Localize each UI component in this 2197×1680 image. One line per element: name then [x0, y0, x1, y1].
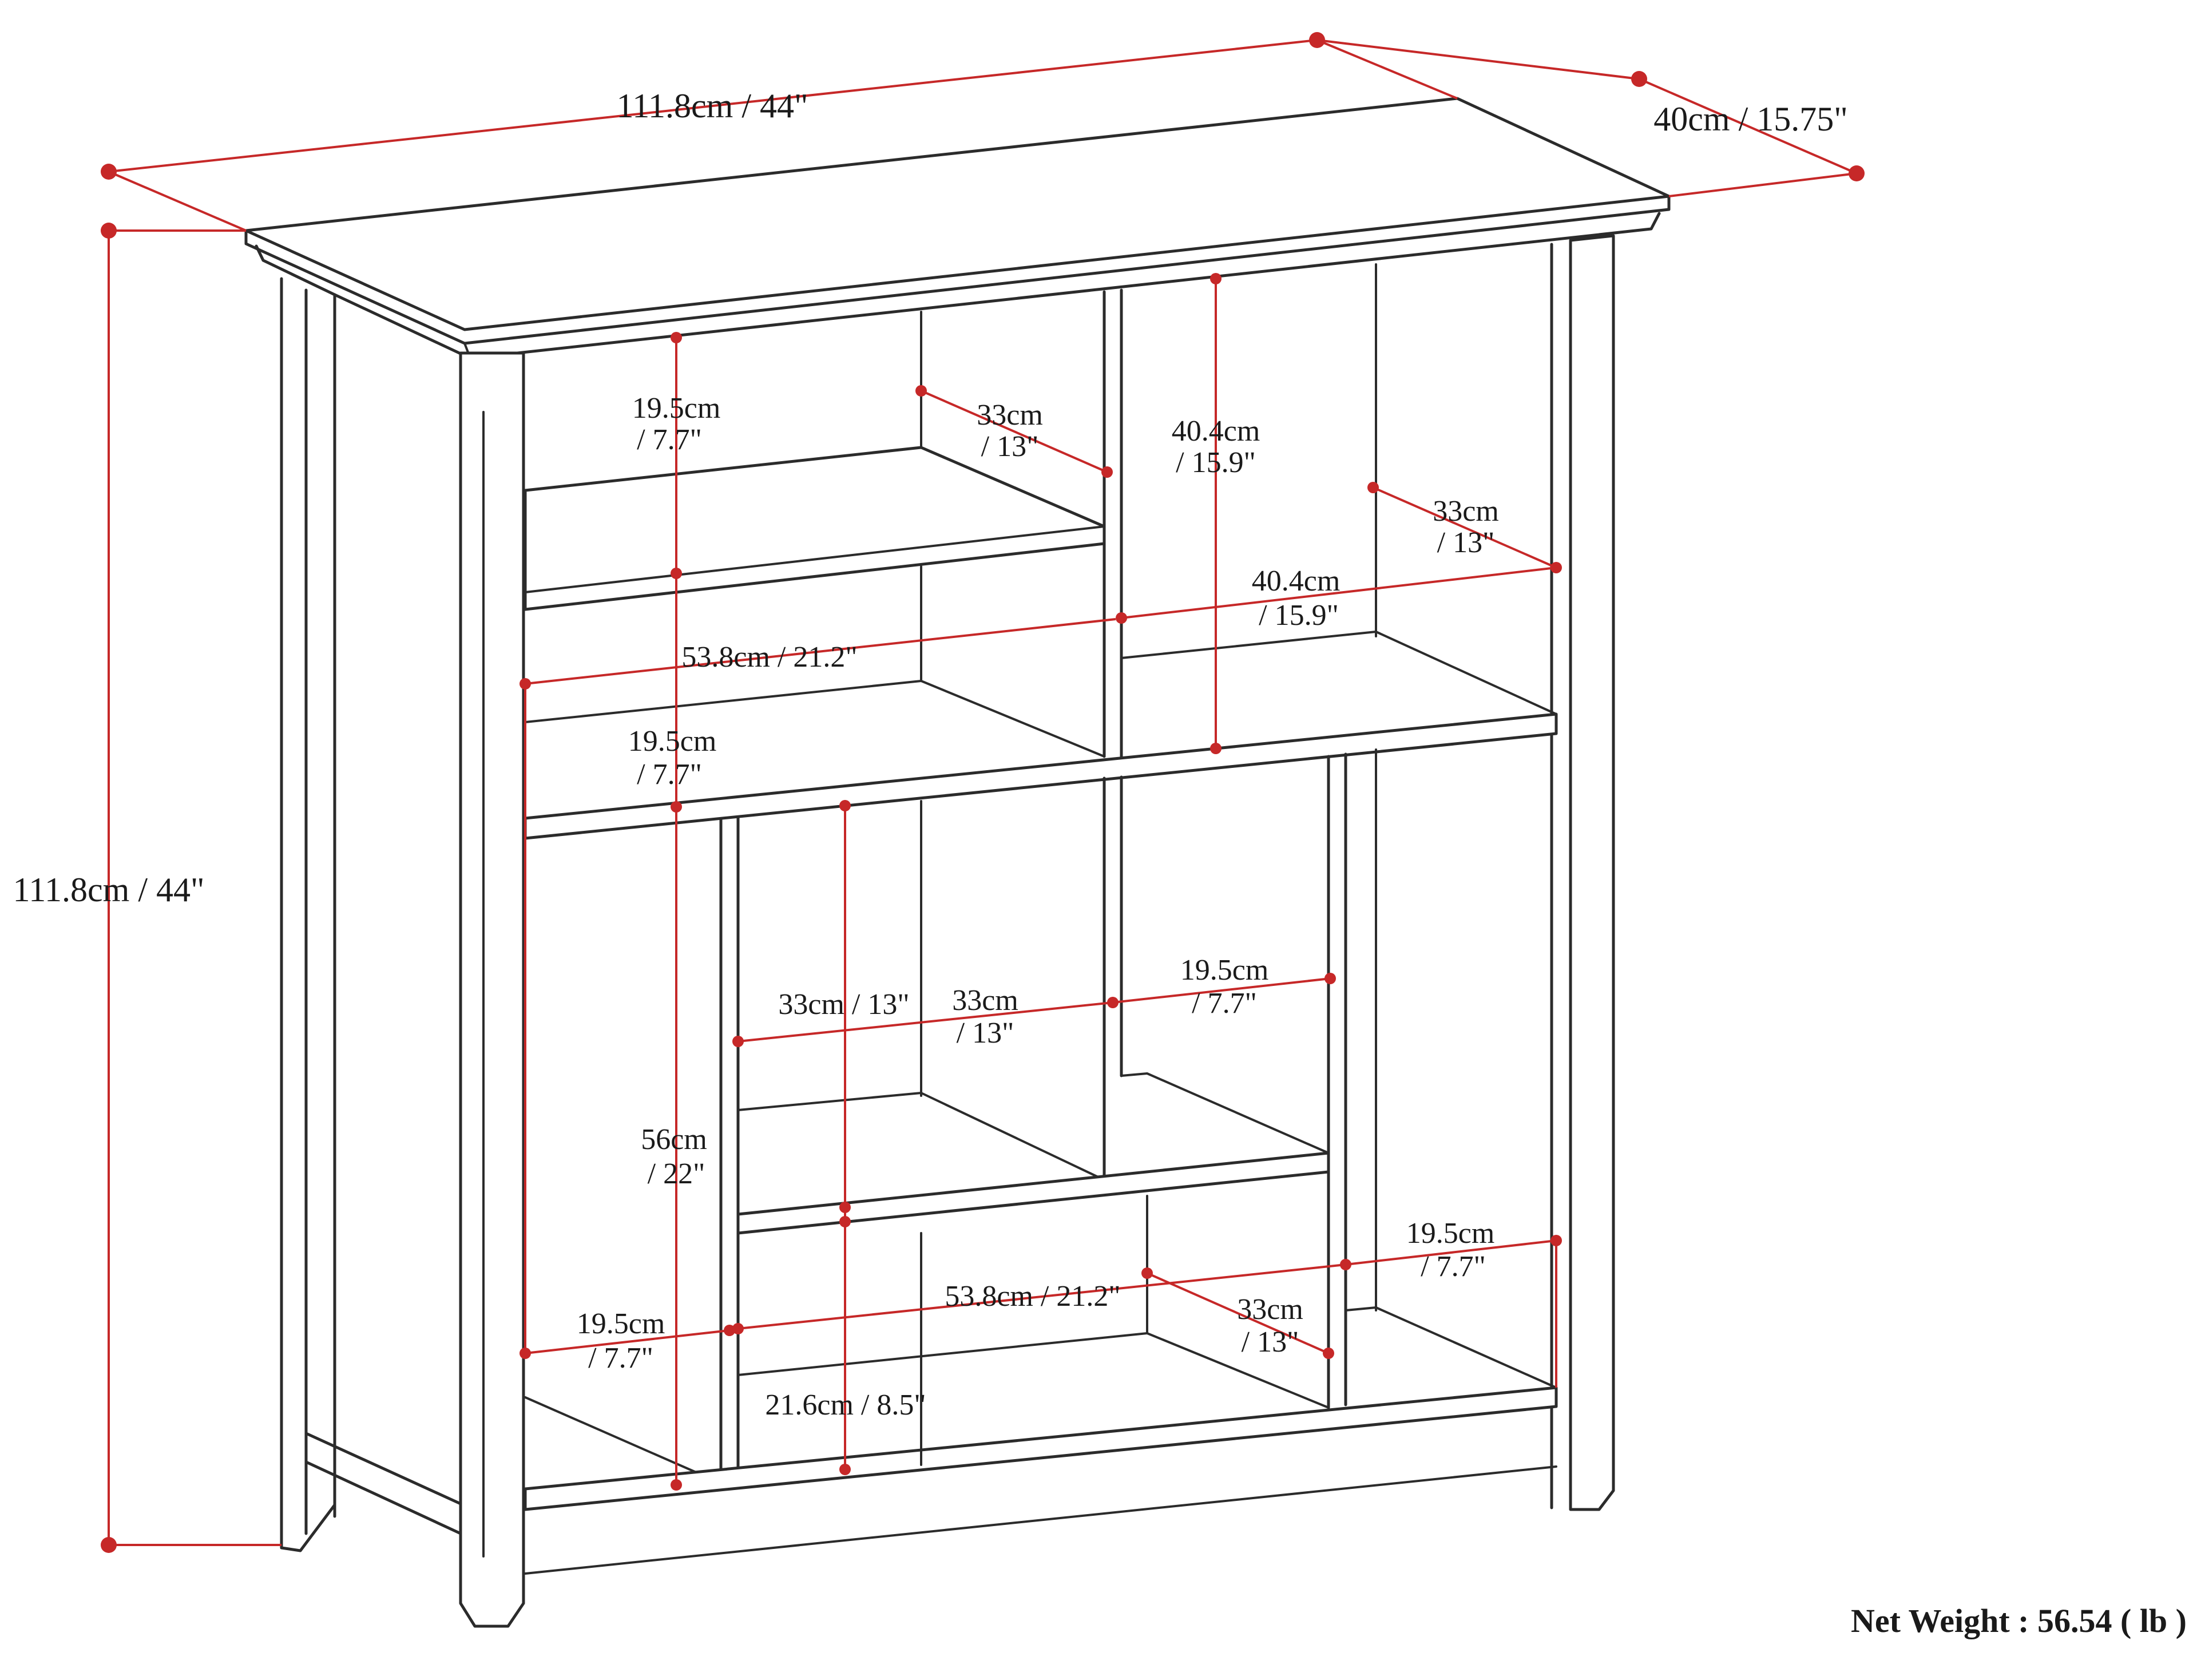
upper-left-shelf-edge: [524, 525, 1105, 593]
top-right-width-in: / 15.9": [1259, 599, 1339, 632]
bottom-cubby-height-label: 21.6cm / 8.5": [765, 1389, 926, 1421]
dimension-endpoints: [101, 32, 1865, 1553]
top-right-height-cm: 40.4cm: [1172, 415, 1260, 447]
net-weight-label: Net Weight : 56.54 ( lb ): [1851, 1602, 2187, 1639]
dimension-lines: [108, 39, 1857, 1546]
lower-center-shelf: [736, 1151, 1330, 1235]
left-foot: [280, 1503, 336, 1552]
bottom-right-floor: [1345, 1306, 1557, 1389]
lower-center-shelf-right: [1120, 1072, 1330, 1154]
lower-right-divider: [1327, 752, 1347, 1409]
center-cubby-depth-in: / 13": [957, 1017, 1014, 1049]
bookcase-drawing: [244, 97, 1671, 1628]
center-cubby-width-label: 33cm / 13": [778, 988, 909, 1021]
left-base-rail: [304, 1432, 462, 1535]
lower-left-divider: [719, 816, 740, 1484]
top-crown-molding: [255, 212, 1661, 360]
right-mid-width-cm: 19.5cm: [1180, 954, 1269, 986]
mid-left-cubby-height-cm: 19.5cm: [628, 725, 717, 758]
middle-shelf-left: [524, 680, 1105, 758]
tall-left-height-in: / 22": [648, 1158, 705, 1190]
center-cubby-depth-cm: 33cm: [952, 984, 1018, 1017]
bottom-depth-cm: 33cm: [1237, 1293, 1303, 1326]
mid-left-cubby-height-in: / 7.7": [637, 758, 702, 791]
right-low-width-cm: 19.5cm: [1406, 1217, 1495, 1250]
lower-center-divider: [1103, 775, 1123, 1182]
top-right-depth-in: / 13": [1437, 526, 1495, 559]
top-center-divider: [1103, 288, 1123, 758]
top-left-width-label: 53.8cm / 21.2": [681, 641, 857, 673]
left-low-width-cm: 19.5cm: [577, 1307, 665, 1340]
lower-center-shelf-left: [737, 1092, 1105, 1181]
top-right-height-in: / 15.9": [1176, 446, 1256, 479]
bottom-width-label: 53.8cm / 21.2": [945, 1280, 1120, 1313]
right-low-width-in: / 7.7": [1421, 1250, 1486, 1283]
bottom-depth-in: / 13": [1242, 1326, 1299, 1358]
right-mid-width-in: / 7.7": [1192, 987, 1257, 1020]
left-back-post: [280, 277, 336, 1550]
tall-left-height-cm: 56cm: [641, 1123, 707, 1156]
overall-height-label: 111.8cm / 44": [13, 871, 204, 909]
top-right-depth-cm: 33cm: [1433, 495, 1499, 528]
overall-width-label: 111.8cm / 44": [616, 87, 808, 125]
lower-center-back-bottom: [920, 1195, 1148, 1466]
left-low-width-in: / 7.7": [588, 1342, 653, 1374]
right-back-post: [1550, 240, 1572, 1509]
bottom-left-floor: [524, 1396, 722, 1484]
bottom-shelf: [524, 1386, 1558, 1511]
top-left-cubby-height-cm: 19.5cm: [632, 392, 721, 425]
upper-left-shelf: [524, 446, 1106, 611]
overall-depth-label: 40cm / 15.75": [1653, 100, 1847, 138]
top-right-width-cm: 40.4cm: [1252, 565, 1341, 597]
front-left-post: [459, 351, 525, 1628]
top-shelf-depth-cm: 33cm: [977, 399, 1043, 431]
bottom-shelf-underside: [524, 1465, 1557, 1575]
top-left-cubby-height-in: / 7.7": [637, 423, 702, 456]
middle-shelf-right: [1120, 631, 1557, 715]
top-shelf-depth-in: / 13": [981, 430, 1039, 463]
front-right-post: [1569, 234, 1615, 1511]
dimension-labels: 111.8cm / 44" 40cm / 15.75" 111.8cm / 44…: [13, 87, 1847, 1421]
